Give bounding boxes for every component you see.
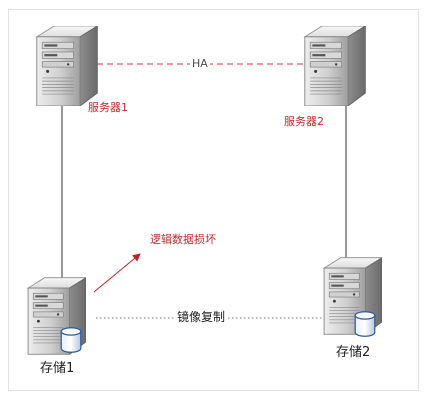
corruption-label: 逻辑数据损坏 bbox=[150, 233, 216, 246]
server-2-icon bbox=[304, 26, 366, 106]
storage-1-icon bbox=[27, 277, 86, 355]
server-1-label: 服务器1 bbox=[88, 101, 128, 114]
mirror-link-label: 镜像复制 bbox=[174, 311, 229, 323]
storage-1-label: 存储1 bbox=[40, 361, 75, 376]
corruption-arrow bbox=[93, 253, 141, 293]
storage-2-icon bbox=[323, 257, 382, 337]
ha-link-label: HA bbox=[190, 57, 210, 70]
diagram-frame bbox=[8, 9, 419, 391]
storage-2-label: 存储2 bbox=[336, 345, 371, 360]
server-2-label: 服务器2 bbox=[284, 115, 324, 128]
server-1-icon bbox=[36, 26, 98, 106]
